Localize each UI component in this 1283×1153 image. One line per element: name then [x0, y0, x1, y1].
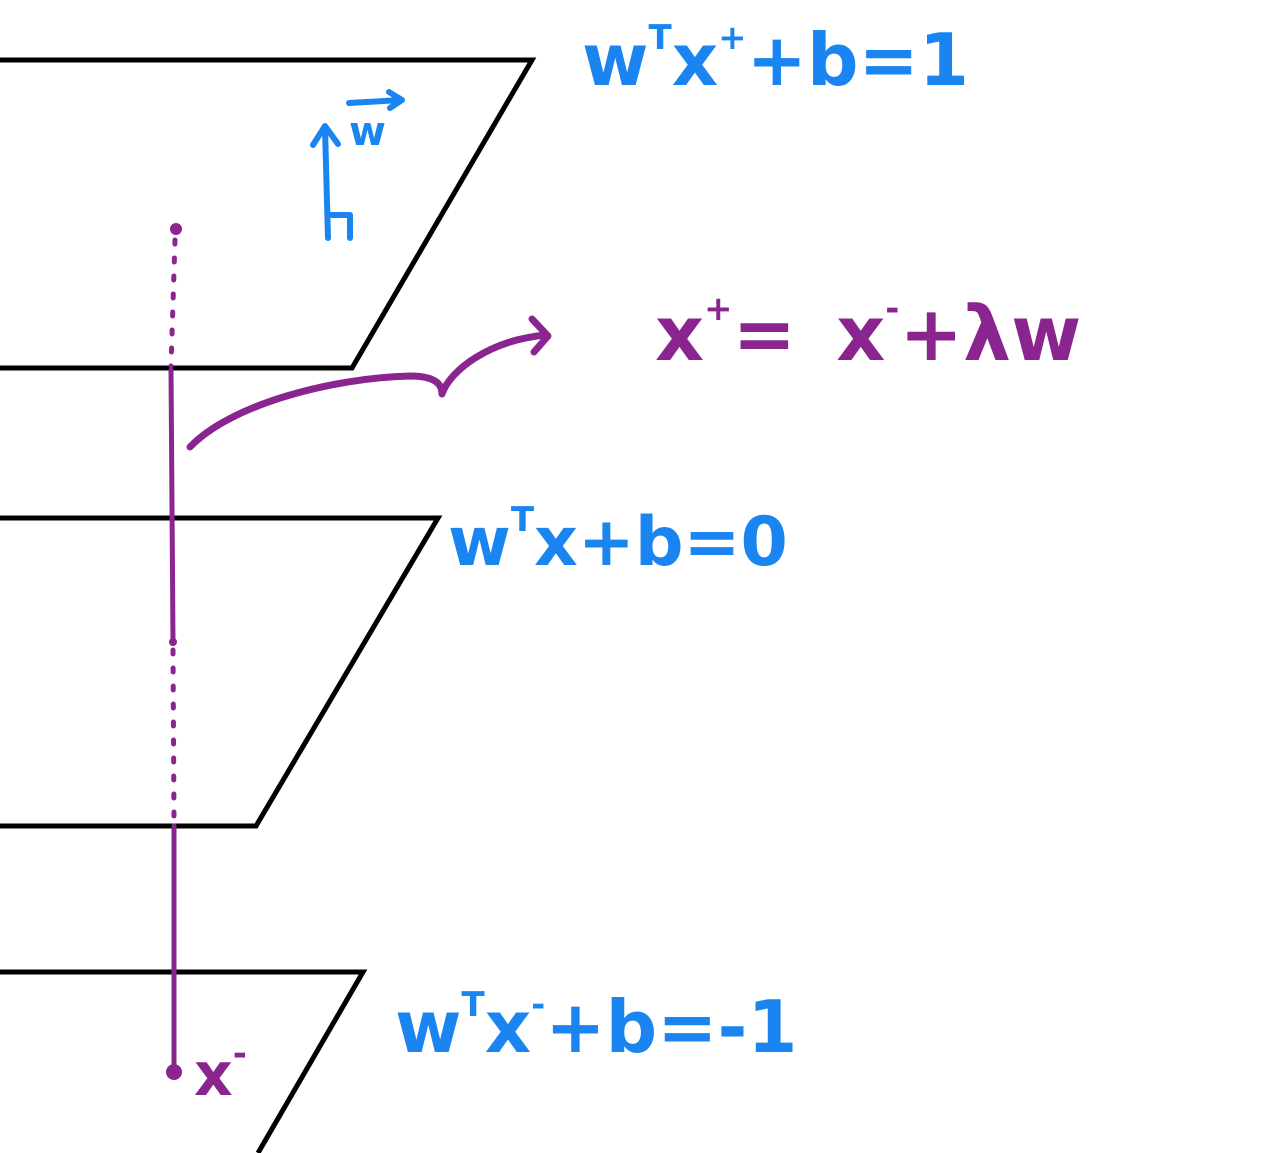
relation-equation: x+=x-+λw [655, 289, 1081, 378]
normal-vector-arrow [310, 89, 405, 241]
relation-pointer-arrow [186, 315, 552, 451]
normal-vector-label: w [349, 109, 386, 155]
point-x-minus-label: x- [194, 1034, 247, 1110]
point-x-plus [170, 223, 182, 235]
bottom-plane [0, 969, 368, 1153]
point-on-hyperplane [169, 638, 177, 646]
middle-plane [0, 515, 443, 829]
top-plane [0, 57, 537, 371]
vector-bar-icon [346, 97, 404, 106]
bottom-plane-equation: wTx-+b=-1 [395, 985, 797, 1069]
vector-path [166, 223, 182, 1080]
top-plane-equation: wTx++b=1 [582, 18, 969, 102]
middle-plane-equation: wTx+b=0 [448, 500, 788, 582]
point-x-minus [166, 1064, 182, 1080]
